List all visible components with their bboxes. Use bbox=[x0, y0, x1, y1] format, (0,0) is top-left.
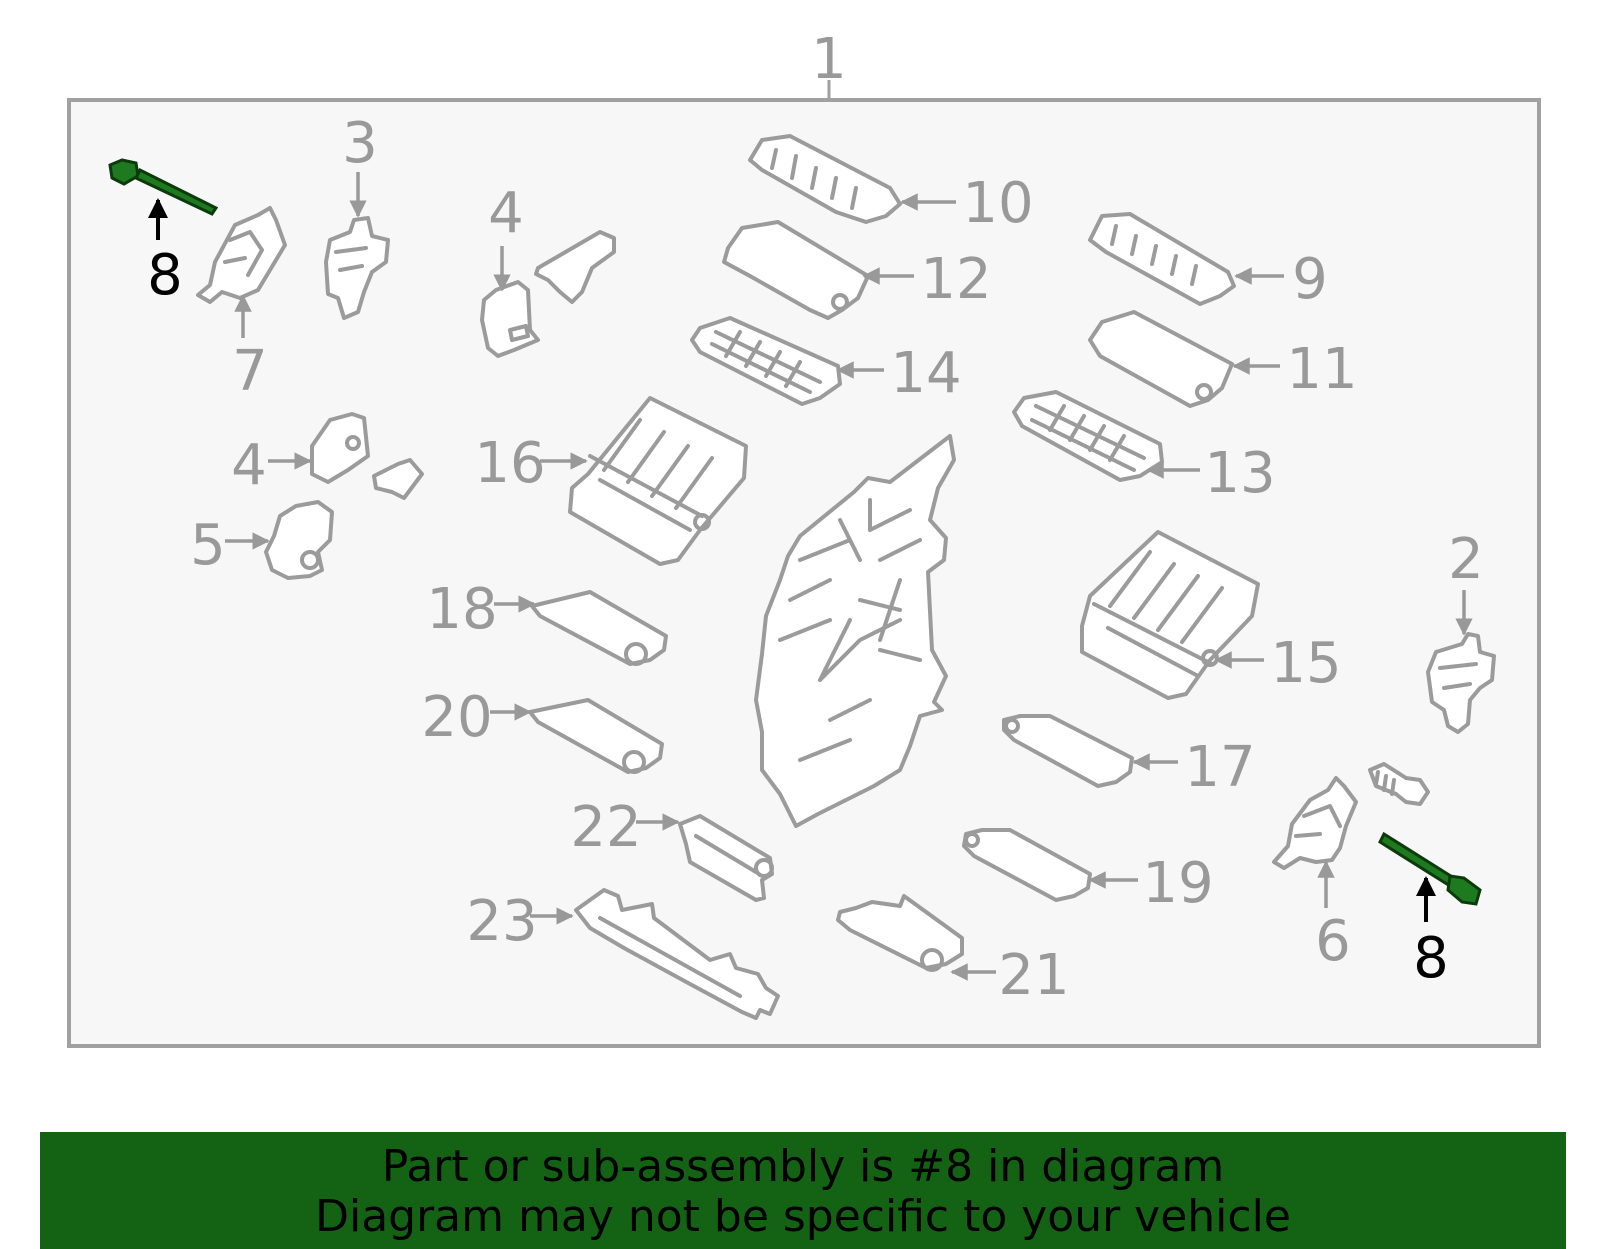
callout-1: 1 bbox=[811, 27, 847, 92]
callout-3: 3 bbox=[342, 111, 378, 176]
callout-19: 19 bbox=[1142, 851, 1213, 916]
part-16-door bbox=[568, 396, 748, 566]
callout-13: 13 bbox=[1204, 441, 1275, 506]
heater-case-housing bbox=[754, 434, 956, 828]
callout-4-upper: 4 bbox=[488, 181, 524, 246]
callout-17: 17 bbox=[1184, 735, 1255, 800]
part-10-duct bbox=[748, 134, 902, 224]
part-14-grille bbox=[690, 316, 842, 406]
part-6-bracket bbox=[1272, 776, 1358, 870]
part-21-rod-door bbox=[836, 894, 964, 972]
part-8-screw-bottom-right[interactable] bbox=[1378, 831, 1482, 906]
part-23-seal bbox=[574, 888, 780, 1020]
callout-15: 15 bbox=[1270, 631, 1341, 696]
callout-12: 12 bbox=[920, 247, 991, 312]
part-7-bracket bbox=[196, 206, 287, 304]
part-11-panel bbox=[1088, 310, 1234, 408]
part-4-bracket-lower bbox=[310, 412, 424, 500]
callout-8-bottom: 8 bbox=[1413, 926, 1449, 991]
callout-7: 7 bbox=[232, 339, 268, 404]
callout-21: 21 bbox=[998, 943, 1069, 1008]
callout-14: 14 bbox=[890, 341, 961, 406]
part-5-actuator bbox=[264, 500, 334, 580]
callout-10: 10 bbox=[962, 171, 1033, 236]
callout-16: 16 bbox=[474, 431, 545, 496]
part-18-rod-door bbox=[530, 590, 668, 666]
part-4-bracket-upper bbox=[480, 230, 616, 358]
part-19-rod-door bbox=[962, 828, 1092, 902]
info-banner: Part or sub-assembly is #8 in diagram Di… bbox=[40, 1132, 1566, 1249]
callout-11: 11 bbox=[1286, 337, 1357, 402]
banner-line-2: Diagram may not be specific to your vehi… bbox=[315, 1191, 1291, 1242]
part-22-door bbox=[678, 814, 774, 902]
part-9-duct bbox=[1088, 212, 1236, 306]
part-12-panel bbox=[722, 220, 870, 320]
screw-grey bbox=[1368, 762, 1430, 806]
part-13-grille bbox=[1012, 390, 1164, 482]
part-20-rod-door bbox=[528, 698, 664, 774]
part-2-bracket bbox=[1426, 632, 1496, 734]
callout-6: 6 bbox=[1315, 909, 1351, 974]
callout-20: 20 bbox=[421, 685, 492, 750]
callout-8-top: 8 bbox=[147, 243, 183, 308]
callout-23: 23 bbox=[466, 889, 537, 954]
callout-18: 18 bbox=[426, 577, 497, 642]
banner-line-1: Part or sub-assembly is #8 in diagram bbox=[381, 1141, 1225, 1192]
part-3-bracket bbox=[324, 216, 390, 320]
callout-5: 5 bbox=[190, 513, 226, 578]
part-17-rod-door bbox=[1002, 714, 1134, 788]
callout-4-lower: 4 bbox=[231, 433, 267, 498]
callout-2: 2 bbox=[1448, 527, 1484, 592]
callout-22: 22 bbox=[570, 795, 641, 860]
part-8-screw-top-left[interactable] bbox=[108, 158, 219, 216]
part-15-door bbox=[1080, 530, 1260, 700]
callout-9: 9 bbox=[1292, 247, 1328, 312]
